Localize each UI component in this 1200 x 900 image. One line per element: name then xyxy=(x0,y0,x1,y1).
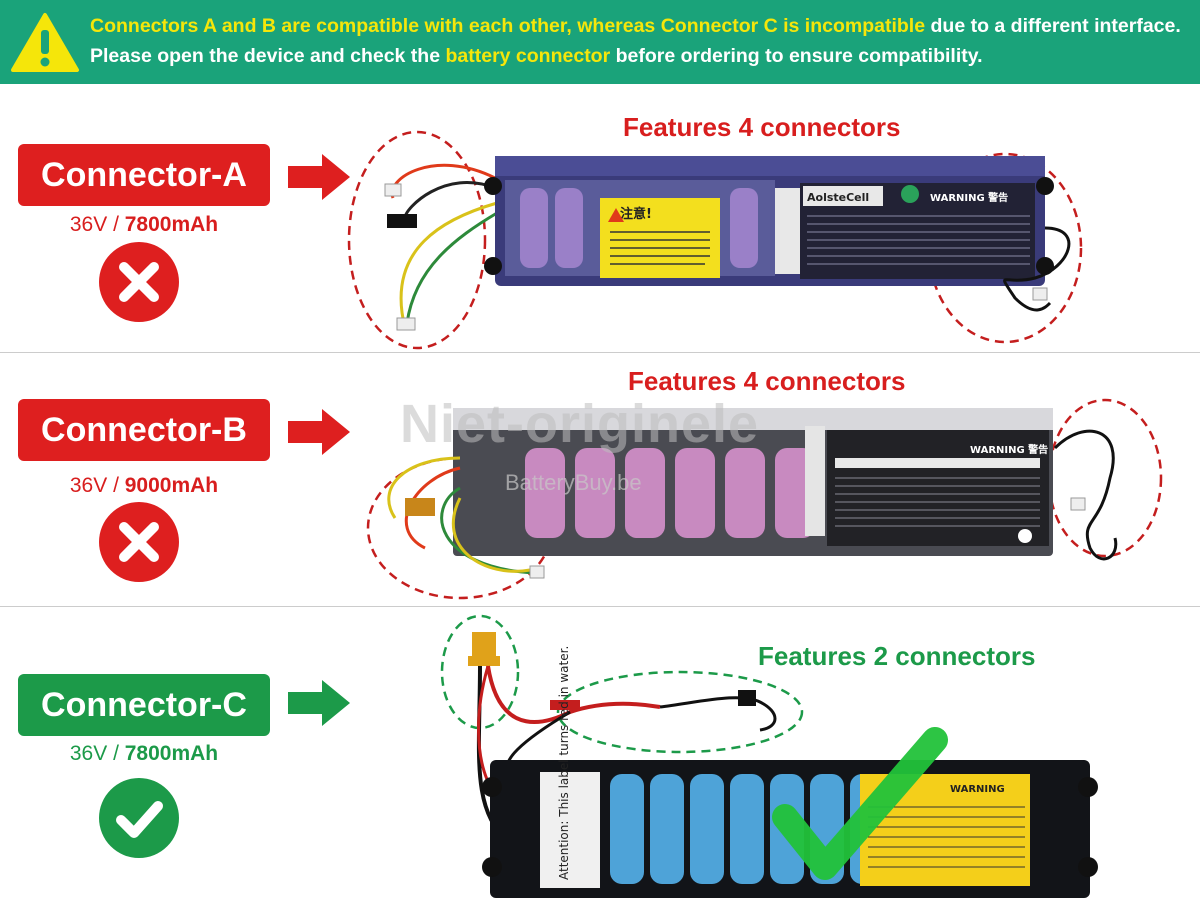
connector-b-feature: Features 4 connectors xyxy=(628,366,906,396)
spec-separator: / xyxy=(107,474,125,497)
battery-c-attention: Attention: This label turns red in water… xyxy=(557,646,571,880)
connector-b-voltage: 36V xyxy=(69,474,108,497)
row-divider xyxy=(0,606,1200,607)
battery-a-image: 注意! AolsteCell WARNING 警告 xyxy=(345,128,1085,353)
banner-highlight-connector: battery connector xyxy=(445,45,611,67)
arrow-right-icon xyxy=(288,154,350,200)
connector-a-voltage: 36V xyxy=(69,213,108,236)
connector-b-spec: 36V / 9000mAh xyxy=(18,474,270,498)
x-circle-icon xyxy=(97,500,181,584)
spec-separator: / xyxy=(107,213,125,236)
connector-c-spec: 36V / 7800mAh xyxy=(18,742,270,766)
banner-text: Connectors A and B are compatible with e… xyxy=(90,11,1190,71)
check-circle-icon xyxy=(97,776,181,860)
banner-highlight-incompatible: Connectors A and B are compatible with e… xyxy=(90,15,926,37)
battery-b-warning: WARNING 警告 xyxy=(970,443,1048,456)
battery-a-warning: WARNING 警告 xyxy=(930,191,1008,204)
arrow-right-icon xyxy=(288,409,350,455)
warning-icon xyxy=(10,12,80,74)
connector-c-capacity: 7800mAh xyxy=(124,742,219,765)
connector-c-label: Connector-C xyxy=(18,674,270,736)
battery-c-warning: WARNING xyxy=(950,784,1005,795)
connector-c-voltage: 36V xyxy=(69,742,108,765)
watermark-text: Niet-originele xyxy=(400,394,760,454)
connector-a-spec: 36V / 7800mAh xyxy=(18,213,270,237)
banner-text-end: before ordering to ensure compatibility. xyxy=(610,45,983,67)
banner-text-part: due to a different interface. Please ope… xyxy=(90,15,1181,67)
connector-b-capacity: 9000mAh xyxy=(124,474,219,497)
connector-c-feature: Features 2 connectors xyxy=(758,641,1036,671)
connector-a-feature: Features 4 connectors xyxy=(623,112,901,142)
battery-a-notice: 注意! xyxy=(620,206,652,222)
x-circle-icon xyxy=(97,240,181,324)
arrow-right-icon xyxy=(288,680,350,726)
connector-a-capacity: 7800mAh xyxy=(124,213,219,236)
row-divider xyxy=(0,352,1200,353)
battery-b-image: WARNING 警告 xyxy=(365,398,1165,603)
warning-banner: Connectors A and B are compatible with e… xyxy=(0,0,1200,84)
spec-separator: / xyxy=(107,742,125,765)
connector-a-label: Connector-A xyxy=(18,144,270,206)
battery-a-brand: AolsteCell xyxy=(807,191,869,204)
connector-b-label: Connector-B xyxy=(18,399,270,461)
battery-c-image: Attention: This label turns red in water… xyxy=(440,612,1100,900)
watermark-site: BatteryBuy.be xyxy=(505,470,642,495)
